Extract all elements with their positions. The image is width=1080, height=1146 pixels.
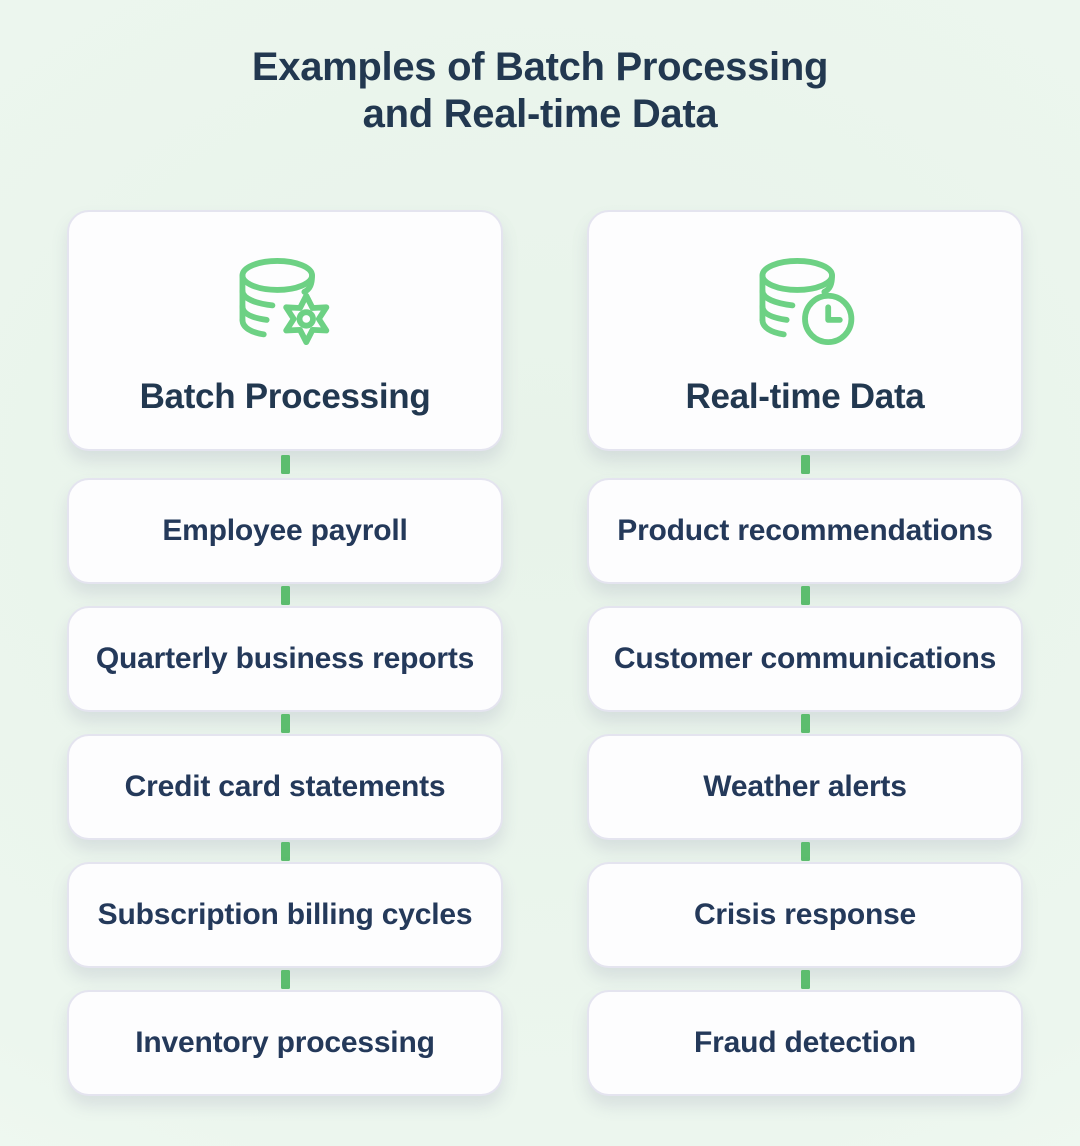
connector-bar xyxy=(280,841,290,861)
connector-bar xyxy=(280,585,290,605)
page-title-line2: and Real-time Data xyxy=(362,92,718,136)
real-time-data-header-label: Real-time Data xyxy=(685,377,925,416)
connector xyxy=(587,712,1023,734)
realtime-item-card: Customer communications xyxy=(587,606,1023,712)
item-label: Product recommendations xyxy=(617,514,993,547)
connector-bar xyxy=(280,969,290,989)
realtime-item-card: Product recommendations xyxy=(587,478,1023,584)
connector xyxy=(587,840,1023,862)
connector xyxy=(587,451,1023,478)
item-label: Subscription billing cycles xyxy=(97,898,473,931)
batch-processing-header-label: Batch Processing xyxy=(139,377,431,416)
connector xyxy=(587,584,1023,606)
connector xyxy=(67,584,503,606)
database-gear-icon xyxy=(239,258,330,346)
batch-item-card: Subscription billing cycles xyxy=(67,862,503,968)
item-label: Quarterly business reports xyxy=(95,642,475,675)
connector xyxy=(67,451,503,478)
connector-bar xyxy=(280,455,290,474)
batch-item-card: Employee payroll xyxy=(67,478,503,584)
page-title-line1: Examples of Batch Processing xyxy=(251,45,829,89)
real-time-data-header-card: Real-time Data xyxy=(587,210,1023,451)
item-label: Crisis response xyxy=(693,898,917,931)
batch-item-card: Quarterly business reports xyxy=(67,606,503,712)
connector-bar xyxy=(800,841,810,861)
batch-item-card: Credit card statements xyxy=(67,734,503,840)
real-time-data-column: Real-time Data Product recommendations C… xyxy=(587,210,1023,1096)
item-label: Credit card statements xyxy=(124,770,446,803)
connector xyxy=(67,840,503,862)
connector xyxy=(587,968,1023,990)
connector-bar xyxy=(800,585,810,605)
item-label: Inventory processing xyxy=(135,1026,435,1059)
connector-bar xyxy=(800,713,810,733)
item-label: Weather alerts xyxy=(703,770,907,803)
connector xyxy=(67,968,503,990)
connector xyxy=(67,712,503,734)
batch-processing-column: Batch Processing Employee payroll Quarte… xyxy=(67,210,503,1096)
database-clock-icon xyxy=(759,258,855,346)
connector-bar xyxy=(280,713,290,733)
connector-bar xyxy=(800,455,810,474)
item-label: Fraud detection xyxy=(693,1026,916,1059)
batch-item-card: Inventory processing xyxy=(67,990,503,1096)
item-label: Customer communications xyxy=(613,642,997,675)
batch-processing-header-card: Batch Processing xyxy=(67,210,503,451)
realtime-item-card: Weather alerts xyxy=(587,734,1023,840)
realtime-item-card: Crisis response xyxy=(587,862,1023,968)
columns-container: Batch Processing Employee payroll Quarte… xyxy=(67,210,1023,1096)
item-label: Employee payroll xyxy=(162,514,408,547)
realtime-item-card: Fraud detection xyxy=(587,990,1023,1096)
connector-bar xyxy=(800,969,810,989)
